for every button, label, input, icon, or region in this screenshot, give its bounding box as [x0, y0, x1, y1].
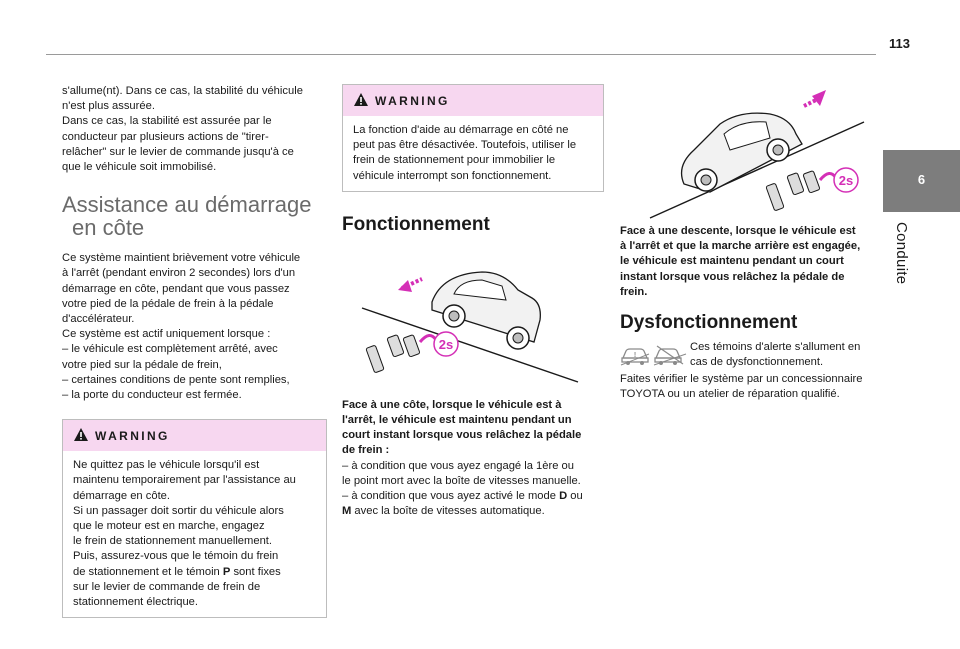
list-text: ou [567, 490, 583, 503]
warning-title: WARNING [95, 429, 170, 444]
hill-start-off-icon [653, 345, 687, 366]
section-heading-hill-start: Assistance au démarrage en côte [62, 193, 327, 239]
mode-m: M [342, 505, 352, 518]
body-line: démarrage en côte, pendant que vous pass… [62, 282, 290, 295]
caption-line: court instant lorsque vous relâchez la p… [342, 429, 582, 442]
intro-line: s'allume(nt). Dans ce cas, la stabilité … [62, 85, 303, 97]
list-line: M avec la boîte de vitesses automatique. [342, 504, 604, 519]
warning-title: WARNING [375, 94, 450, 108]
list-text: – à condition que vous ayez activé le mo… [342, 490, 560, 503]
warning-body: La fonction d'aide au démarrage en côté … [343, 116, 603, 191]
warning-line: maintenu temporairement par l'assistance… [73, 474, 296, 487]
warning-line: Ne quittez pas le véhicule lorsqu'il est [73, 459, 260, 472]
body-line: – certaines conditions de pente sont rem… [62, 373, 290, 386]
warning-line: frein de stationnement pour immobilier l… [353, 154, 556, 167]
body-line: Ce système maintient brièvement votre vé… [62, 252, 301, 265]
section-heading-operation: Fonctionnement [342, 213, 490, 235]
malfunction-line: TOYOTA ou un atelier de réparation quali… [620, 388, 840, 401]
warning-line: de stationnement et le témoin P sont fix… [73, 565, 316, 580]
heading-line: en côte [72, 215, 145, 241]
body-line: à l'arrêt (pendant environ 2 secondes) l… [62, 267, 296, 280]
body-line: d'accélérateur. [62, 313, 135, 326]
warning-line: démarrage en côte. [73, 489, 171, 502]
warning-line: le frein de stationnement manuellement. [73, 535, 273, 548]
malfunction-line: Ces témoins d'alerte s'allument en [690, 341, 861, 354]
hill-start-warning-icon: ! [620, 348, 650, 366]
body-line: Ce système est actif uniquement lorsque … [62, 328, 271, 341]
chapter-number: 6 [917, 172, 926, 187]
intro-line: n'est plus assurée. [62, 100, 155, 113]
warning-header: WARNING [63, 420, 326, 452]
uphill-car-illustration: 2s [361, 271, 579, 383]
caption-line: de frein : [342, 444, 390, 457]
warning-line: peut pas être désactivée. Toutefois, uti… [353, 139, 577, 152]
caption-line: Face à une côte, lorsque le véhicule est… [342, 398, 562, 411]
warning-line: Puis, assurez-vous que le témoin du frei… [73, 550, 279, 563]
warning-triangle-icon [74, 428, 88, 442]
warning-text: de stationnement et le témoin [73, 565, 223, 578]
malfunction-line: cas de dysfonctionnement. [690, 356, 824, 369]
caption-line: frein. [620, 285, 648, 298]
warning-header: WARNING [343, 85, 603, 116]
chapter-tab[interactable]: 6 [883, 150, 960, 212]
timer-badge-2s: 2s [839, 173, 853, 188]
malfunction-line: Faites vérifier le système par un conces… [620, 373, 863, 386]
body-line: votre pied de la pédale de frein à la pé… [62, 297, 274, 310]
caption-line: Face à une descente, lorsque le véhicule… [620, 225, 856, 237]
column-3: 2s Face à une descente, lorsque le véhic… [620, 84, 878, 402]
warning-body: Ne quittez pas le véhicule lorsqu'il est… [63, 451, 326, 617]
column-2: WARNING La fonction d'aide au démarrage … [342, 84, 604, 519]
warning-line: La fonction d'aide au démarrage en côté … [353, 124, 569, 136]
malfunction-row: ! Ces témoins d'alerte s'allument en cas… [620, 340, 878, 372]
page-number: 113 [889, 36, 910, 51]
warning-lamps: ! [620, 342, 687, 371]
warning-text: sont fixes [230, 565, 281, 578]
header-rule [46, 54, 876, 55]
caption-line: à l'arrêt et que la marche arrière est e… [620, 240, 861, 253]
indicator-p: P [222, 565, 231, 578]
warning-line: Si un passager doit sortir du véhicule a… [73, 504, 284, 517]
downhill-car-illustration: 2s [649, 90, 865, 219]
timer-badge-2s: 2s [439, 337, 453, 352]
warning-box: WARNING Ne quittez pas le véhicule lorsq… [62, 419, 327, 619]
list-text: avec la boîte de vitesses automatique. [351, 505, 545, 518]
list-line: – à condition que vous ayez activé le mo… [342, 489, 604, 504]
caption-line: l'arrêt, le véhicule est maintenu pendan… [342, 414, 572, 427]
body-line: votre pied sur la pédale de frein, [62, 358, 222, 371]
intro-line: conducteur par plusieurs actions de "tir… [62, 130, 269, 143]
mode-d: D [559, 490, 568, 503]
warning-triangle-icon [354, 93, 368, 106]
intro-line: Dans ce cas, la stabilité est assurée pa… [62, 115, 272, 128]
warning-line: véhicule interrompt son fonctionnement. [353, 169, 552, 182]
list-line: – à condition que vous ayez engagé la 1è… [342, 459, 575, 472]
column-1: s'allume(nt). Dans ce cas, la stabilité … [62, 84, 327, 619]
intro-line: que le véhicule soit immobilisé. [62, 161, 217, 174]
warning-box: WARNING La fonction d'aide au démarrage … [342, 84, 604, 192]
body-line: – la porte du conducteur est fermée. [62, 389, 242, 402]
warning-line: stationnement électrique. [73, 596, 199, 609]
intro-line: relâcher" sur le levier de commande jusq… [62, 145, 294, 158]
section-heading-malfunction: Dysfonctionnement [620, 312, 798, 334]
heading-line: Assistance au démarrage [62, 192, 312, 218]
list-line: le point mort avec la boîte de vitesses … [342, 474, 581, 487]
svg-text:!: ! [634, 352, 636, 359]
warning-line: que le moteur est en marche, engagez [73, 520, 265, 533]
caption-line: le véhicule est maintenu pendant un cour… [620, 255, 844, 268]
caption-line: instant lorsque vous relâchez la pédale … [620, 270, 845, 283]
warning-line: sur le levier de commande de frein de [73, 580, 261, 593]
body-line: – le véhicule est complètement arrêté, a… [62, 343, 278, 356]
chapter-title: Conduite [893, 222, 910, 285]
